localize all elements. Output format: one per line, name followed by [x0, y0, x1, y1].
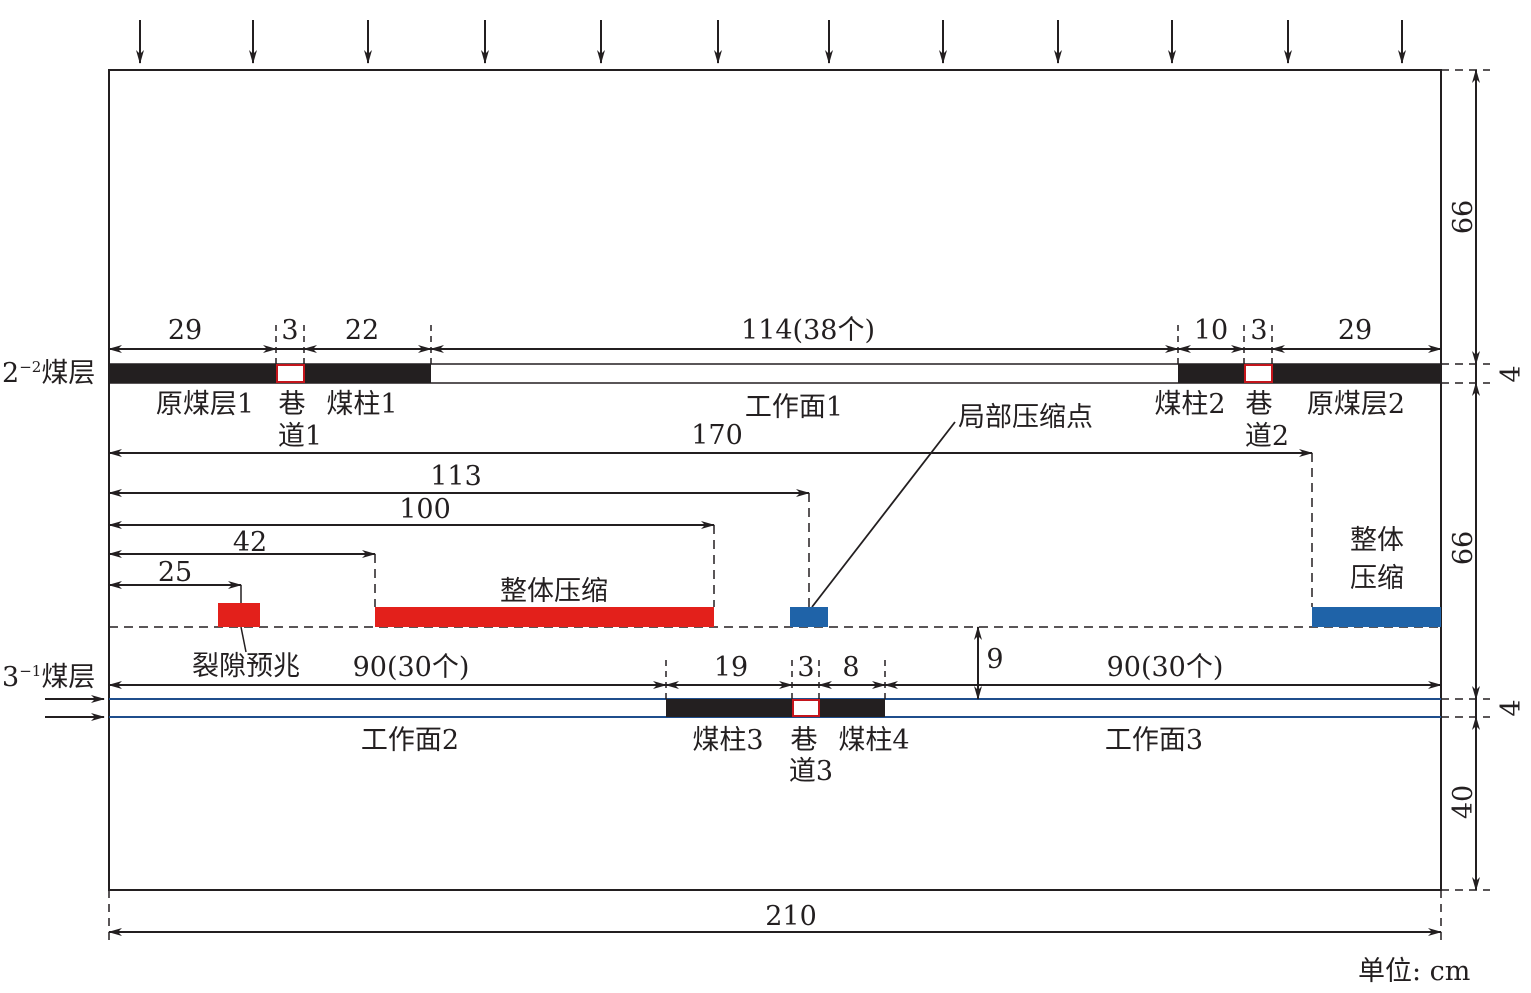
dim-right-40: 40: [1448, 785, 1479, 819]
label-face1: 工作面1: [745, 392, 843, 423]
label-road1a: 巷: [279, 389, 306, 420]
roadway-3: [792, 699, 820, 717]
dim-face1: 114(38个): [741, 315, 875, 346]
dim-right-4-top: 4: [1496, 365, 1527, 382]
dim-pillar4: 8: [842, 652, 859, 683]
label-overall-right-a: 整体: [1350, 525, 1404, 556]
dim-right-66-top: 66: [1448, 200, 1479, 234]
dim-face2: 90(30个): [353, 652, 470, 683]
dim-pillar1: 22: [345, 315, 379, 346]
lower-seam: [45, 695, 1441, 721]
label-pillar1: 煤柱1: [326, 389, 397, 420]
dim-road2: 3: [1250, 315, 1267, 346]
bottom-dimension: [108, 890, 1442, 942]
lower-dimensions: [108, 626, 1442, 700]
label-road1b: 道1: [278, 421, 322, 452]
label-fracture-sign: 裂隙预兆: [192, 651, 300, 682]
load-arrows: [136, 20, 1406, 64]
label-raw1: 原煤层1: [156, 389, 254, 420]
roadway-1: [276, 364, 305, 383]
dim-road3: 3: [797, 652, 814, 683]
dim-25: 25: [158, 557, 192, 588]
upper-seam: [109, 363, 1441, 384]
dim-100: 100: [399, 494, 451, 525]
coal-pillar-3-4: [666, 699, 885, 717]
dim-pillar2: 10: [1194, 315, 1228, 346]
dim-170: 170: [691, 420, 743, 451]
leader-line: [811, 421, 956, 608]
fracture-sign-marker: [218, 603, 260, 627]
right-dimensions: [1441, 69, 1490, 891]
upper-seam-label: 2−2煤层: [2, 358, 95, 389]
dim-raw1: 29: [168, 315, 202, 346]
label-road2a: 巷: [1246, 389, 1273, 420]
label-pillar3: 煤柱3: [692, 725, 763, 756]
dim-113: 113: [430, 461, 482, 492]
coal-block-left: [109, 364, 431, 383]
dim-42: 42: [233, 527, 267, 558]
label-overall-right-b: 压缩: [1350, 563, 1404, 594]
roadway-2: [1244, 364, 1273, 383]
dim-pillar3: 19: [714, 652, 748, 683]
dim-road1: 3: [281, 315, 298, 346]
label-road3b: 道3: [789, 756, 833, 787]
label-face2: 工作面2: [361, 725, 459, 756]
label-pillar4: 煤柱4: [838, 725, 909, 756]
unit-label: 单位: cm: [1358, 956, 1470, 987]
overall-compression-right-bar: [1312, 607, 1441, 627]
label-overall-compression: 整体压缩: [500, 576, 608, 607]
dim-right-4-bottom: 4: [1496, 699, 1527, 716]
mid-dimensions: [108, 449, 1441, 653]
label-local-compression: 局部压缩点: [958, 402, 1093, 433]
model-frame: [108, 69, 1442, 891]
label-road2b: 道2: [1245, 421, 1289, 452]
dim-gap: 9: [986, 644, 1003, 675]
upper-dimensions: [108, 325, 1442, 364]
local-compression-marker: [790, 607, 828, 627]
dim-face3: 90(30个): [1107, 652, 1224, 683]
coal-block-right: [1178, 364, 1441, 383]
label-face3: 工作面3: [1105, 725, 1203, 756]
label-pillar2: 煤柱2: [1154, 389, 1225, 420]
label-road3a: 巷: [791, 725, 818, 756]
lower-seam-label: 3−1煤层: [2, 662, 95, 693]
label-raw2: 原煤层2: [1307, 389, 1405, 420]
overall-compression-bar: [375, 607, 714, 627]
dim-raw2: 29: [1338, 315, 1372, 346]
dim-total-width: 210: [765, 901, 817, 932]
dim-right-66-mid: 66: [1448, 531, 1479, 565]
